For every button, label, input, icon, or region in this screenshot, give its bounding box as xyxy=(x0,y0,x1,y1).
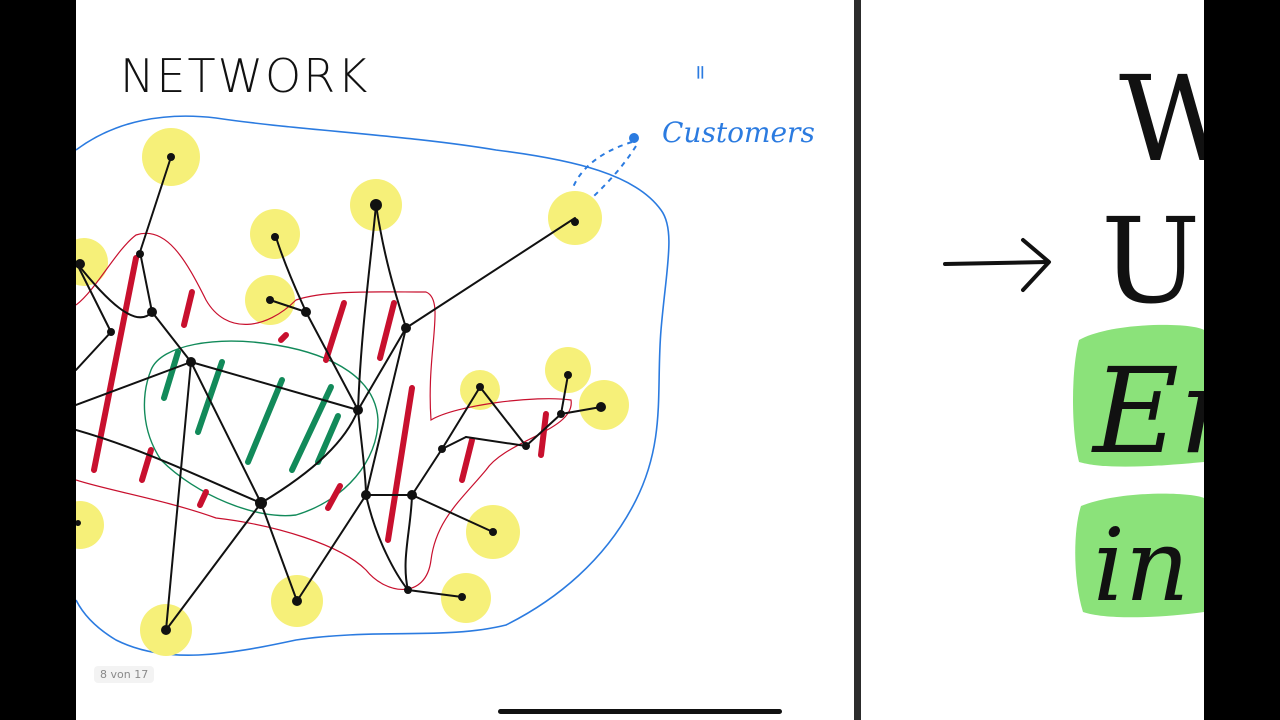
home-indicator[interactable] xyxy=(498,709,782,714)
right-page-sketch: W Un Er in xyxy=(943,50,1204,624)
left-notes-page: NETWORK = Customers xyxy=(76,0,854,720)
network-sketch: NETWORK = Customers xyxy=(76,49,815,657)
customers-label: Customers xyxy=(662,116,815,149)
right-letterbox xyxy=(1204,0,1280,720)
red-hatching xyxy=(91,255,549,543)
right-line-4: in xyxy=(1093,507,1189,624)
network-nodes xyxy=(76,153,606,635)
right-notes-page: W Un Er in xyxy=(861,0,1204,720)
split-view-divider[interactable] xyxy=(854,0,861,720)
node-highlights xyxy=(76,128,629,656)
arrow-right-icon xyxy=(943,260,1049,266)
network-boundary-red xyxy=(76,232,572,590)
right-line-2: Un xyxy=(1101,192,1204,330)
green-highlight-1 xyxy=(1073,324,1204,467)
customer-dot xyxy=(629,133,639,143)
title-network: NETWORK xyxy=(120,49,369,103)
right-line-1: W xyxy=(1119,50,1204,188)
green-highlight-2 xyxy=(1075,493,1204,618)
network-boundary-blue xyxy=(76,115,670,657)
right-line-3: Er xyxy=(1091,342,1204,480)
page-counter: 8 von 17 xyxy=(94,666,155,683)
customer-arrow-1 xyxy=(571,141,633,191)
network-edges xyxy=(76,156,602,631)
customers-equals-mark: = xyxy=(689,64,713,81)
